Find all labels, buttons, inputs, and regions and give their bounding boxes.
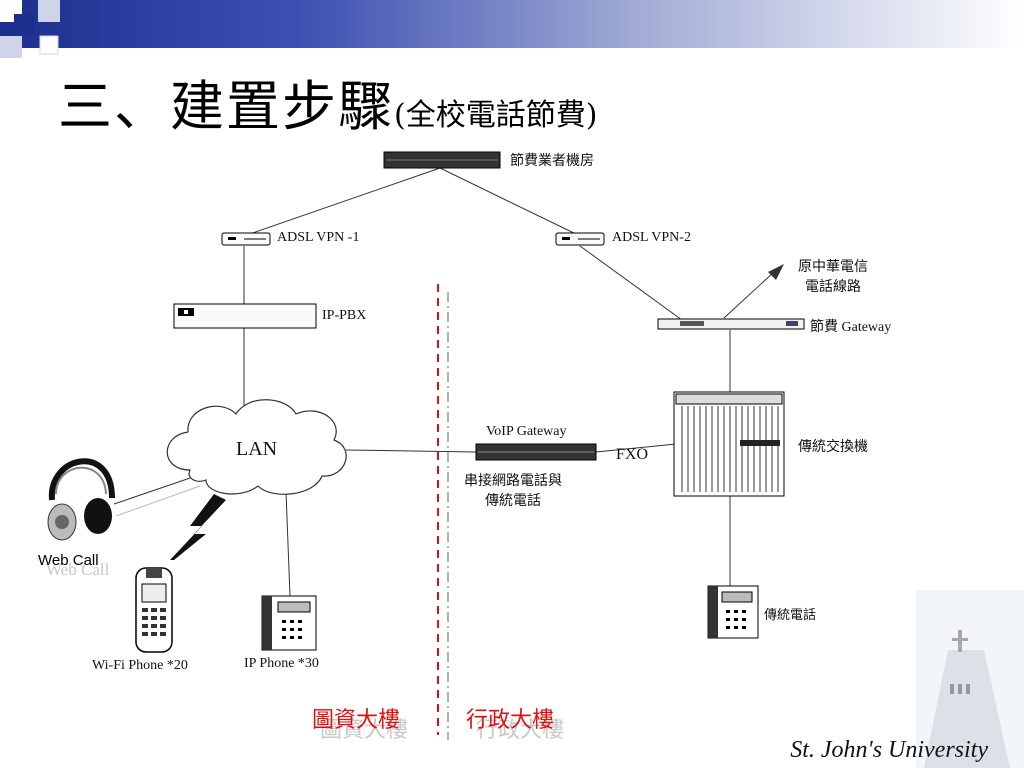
lan-label: LAN (236, 438, 278, 460)
pbx-switch-icon (673, 391, 785, 497)
lan-cloud-icon (166, 399, 347, 495)
voip-gateway-icon (475, 443, 597, 461)
ip-phone-icon (261, 595, 317, 651)
adsl-vpn-1-label: ADSL VPN -1 (277, 230, 360, 245)
wireless-lightning-icon (170, 494, 226, 560)
cht-line-label: 原中華電信 電話線路 (798, 256, 868, 296)
toll-gateway-icon (657, 318, 805, 330)
isp-server-icon (383, 151, 501, 169)
voip-desc-line1: 串接網路電話與 (464, 474, 562, 489)
ip-pbx-icon (173, 303, 317, 329)
arrow-head-icon (768, 264, 784, 280)
slide-title: 三、建置步驟(全校電話節費) (58, 62, 597, 141)
header-gradient-bar (0, 0, 1024, 48)
slide-title-main: 三、建置步驟 (58, 75, 394, 138)
ip-phone-label: IP Phone *30 (244, 656, 319, 671)
fxo-label: FXO (616, 446, 649, 463)
wifi-phone-label: Wi-Fi Phone *20 (92, 658, 188, 673)
adsl-vpn-2-label: ADSL VPN-2 (612, 230, 691, 245)
adsl-modem-1-icon (221, 232, 271, 246)
ip-pbx-label: IP-PBX (322, 308, 367, 323)
legacy-phone-label: 傳統電話 (764, 607, 817, 622)
voip-desc-label: 串接網路電話與 傳統電話 (464, 470, 562, 510)
right-building-label: 行政大樓 (466, 708, 555, 733)
adsl-modem-2-icon (555, 232, 605, 246)
voip-gateway-label: VoIP Gateway (486, 424, 567, 439)
cht-line-label-line1: 原中華電信 (798, 260, 868, 275)
voip-desc-line2: 傳統電話 (485, 494, 541, 509)
right-building-ghost-label: 行政大樓 (476, 718, 565, 743)
isp-room-label: 節費業者機房 (510, 154, 594, 169)
slide-logo-squares (0, 0, 60, 58)
slide-title-sub: (全校電話節費) (394, 98, 598, 133)
wifi-phone-icon (135, 567, 173, 653)
legacy-phone-icon (707, 585, 759, 639)
connection-lines (113, 167, 775, 597)
web-call-label: Web Call (38, 552, 99, 569)
cht-line-label-line2: 電話線路 (805, 280, 861, 295)
headset-icon (47, 458, 115, 541)
left-building-label: 圖資大樓 (312, 708, 401, 733)
pbx-label: 傳統交換機 (798, 440, 868, 455)
toll-gateway-label: 節費 Gateway (810, 320, 892, 335)
web-call-ghost-label: Web Call (46, 560, 110, 579)
university-logo-text: St. John's University (790, 737, 988, 763)
university-building-icon (916, 590, 1024, 768)
left-building-ghost-label: 圖資大樓 (320, 718, 409, 743)
